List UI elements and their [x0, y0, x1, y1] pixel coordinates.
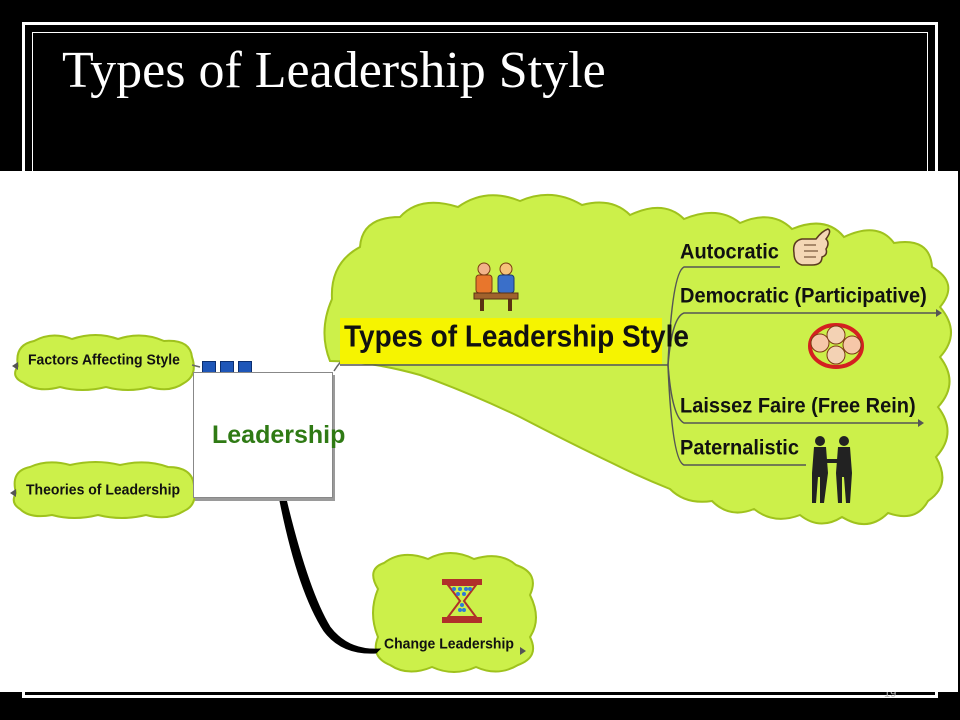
change-bubble [372, 552, 537, 673]
types-label-highlight [340, 318, 662, 364]
arrow-theories [10, 489, 16, 497]
slide-title: Types of Leadership Style [62, 42, 606, 99]
branch-label-theories: Theories of Leadership [26, 480, 181, 498]
child-line-autocratic [667, 266, 780, 366]
child-label-autocratic: Autocratic [680, 240, 779, 264]
child-line-democratic [667, 312, 938, 366]
hourglass-icon [442, 579, 482, 623]
arrow-change [520, 647, 526, 655]
branch-label-change: Change Leadership [384, 634, 514, 652]
center-node: Leadership [193, 372, 345, 498]
arrow-factors [12, 362, 18, 370]
theories-bubble [12, 461, 196, 519]
group-faces-icon [808, 323, 864, 369]
arrow-democratic [936, 309, 942, 317]
connector-factors [191, 364, 201, 368]
meeting-people-icon [473, 262, 519, 311]
pointing-hand-icon [792, 228, 831, 266]
child-label-democratic: Democratic (Participative) [680, 284, 927, 308]
child-line-paternalistic [667, 364, 806, 466]
child-label-paternalistic: Paternalistic [680, 436, 799, 460]
center-node-label: Leadership [212, 421, 346, 449]
mind-map-diagram: Factors Affecting Style Theories of Lead… [0, 171, 958, 692]
connector-change [279, 498, 382, 654]
handshake-icon [812, 436, 852, 503]
branch-label-factors: Factors Affecting Style [28, 350, 180, 368]
branch-label-types: Types of Leadership Style [344, 319, 689, 354]
arrow-laissez [918, 419, 924, 427]
child-label-laissez: Laissez Faire (Free Rein) [680, 394, 916, 418]
